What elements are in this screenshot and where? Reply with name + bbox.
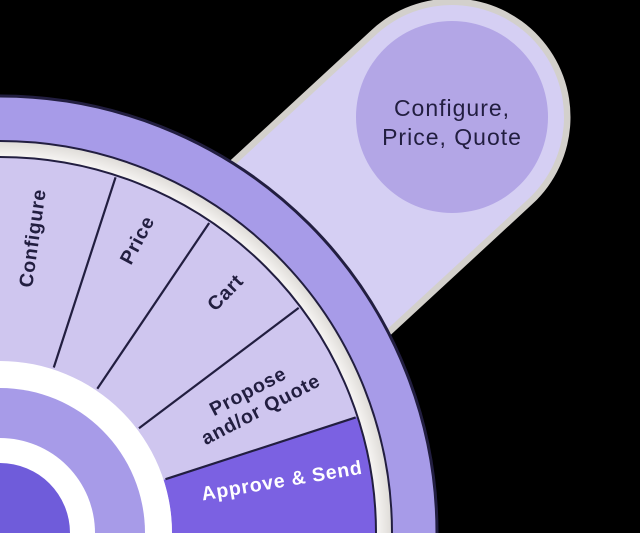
hub-core xyxy=(0,463,70,533)
divider-configure-price xyxy=(52,176,117,368)
callout-title-line2: Price, Quote xyxy=(382,124,522,150)
wheel: Configure Price Cart Propose and/or Quot… xyxy=(0,94,439,533)
callout-title-line1: Configure, xyxy=(394,95,510,121)
divider-propose-approve xyxy=(165,416,357,481)
segment-approve-send xyxy=(163,416,376,533)
divider-price-cart xyxy=(96,222,211,390)
callout-circle xyxy=(356,21,548,213)
divider-cart-propose xyxy=(138,307,300,430)
